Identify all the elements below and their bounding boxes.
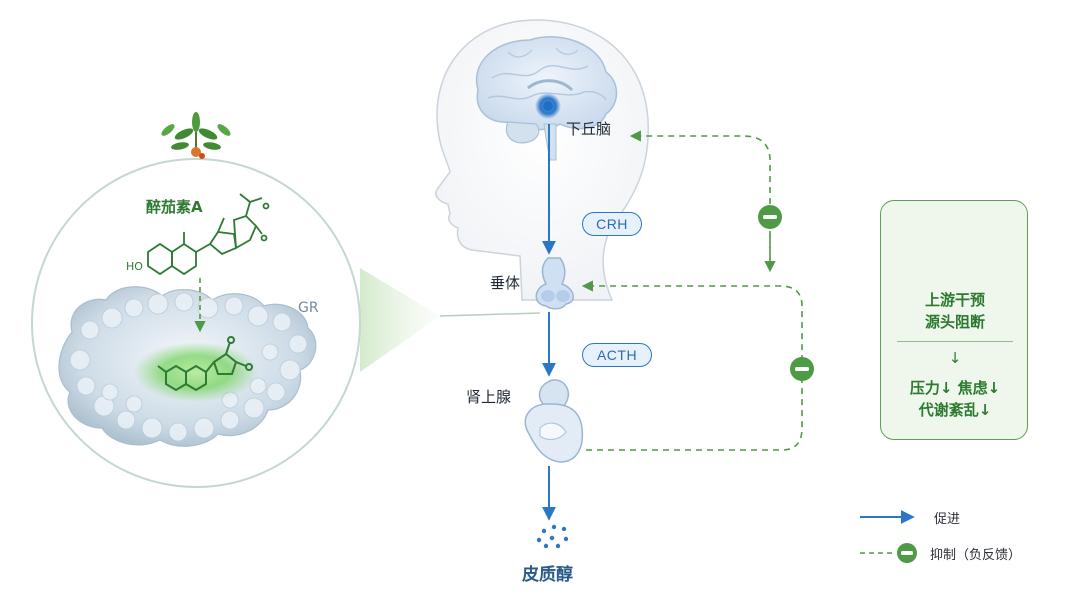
legend-inhibit-label: 抑制（负反馈） <box>930 548 1022 563</box>
inhibit-badge-lower <box>790 357 814 381</box>
brain-illustration <box>475 36 618 161</box>
feedback-path-pituitary <box>581 280 803 451</box>
inhibit-badge-upper <box>758 205 782 229</box>
panel-arrow-icon: ↓ <box>948 349 962 367</box>
cortisol-particles <box>536 524 569 549</box>
withaferin-structure <box>147 193 270 276</box>
label-molecule: 醉茄素A <box>146 198 203 216</box>
hormone-pill-acth: ACTH <box>582 343 652 367</box>
panel-effect-line1: 压力↓ 焦虑↓ <box>909 379 1001 397</box>
legend-inhibit-badge-icon <box>897 543 917 563</box>
label-receptor: GR <box>298 300 319 316</box>
adrenal-kidney-illustration <box>524 379 584 463</box>
pituitary-illustration <box>535 257 574 310</box>
panel-title-line1: 上游干预 <box>924 291 985 309</box>
binding-pocket-glow <box>134 342 258 402</box>
panel-effect-line2: 代谢紊乱↓ <box>918 401 992 419</box>
legend-promote-label: 促进 <box>934 512 961 527</box>
ligand-in-pocket <box>157 336 253 392</box>
label-ho-group: HO <box>126 260 143 273</box>
label-cortisol: 皮质醇 <box>522 565 573 585</box>
panel-divider <box>897 341 1013 342</box>
label-adrenal: 肾上腺 <box>466 388 512 406</box>
feedback-path-hypothalamus <box>629 130 771 270</box>
zoom-beam <box>360 268 440 372</box>
hormone-pill-crh: CRH <box>582 212 642 236</box>
intervention-panel: 上游干预 源头阻断 ↓ 压力↓ 焦虑↓ 代谢紊乱↓ <box>880 200 1028 440</box>
zoom-line <box>439 312 541 317</box>
label-hypothalamus: 下丘脑 <box>566 120 612 138</box>
panel-title-line2: 源头阻断 <box>924 313 985 331</box>
label-pituitary: 垂体 <box>490 274 521 292</box>
gr-protein-surface <box>58 286 317 447</box>
ashwagandha-plant-icon <box>161 112 231 159</box>
